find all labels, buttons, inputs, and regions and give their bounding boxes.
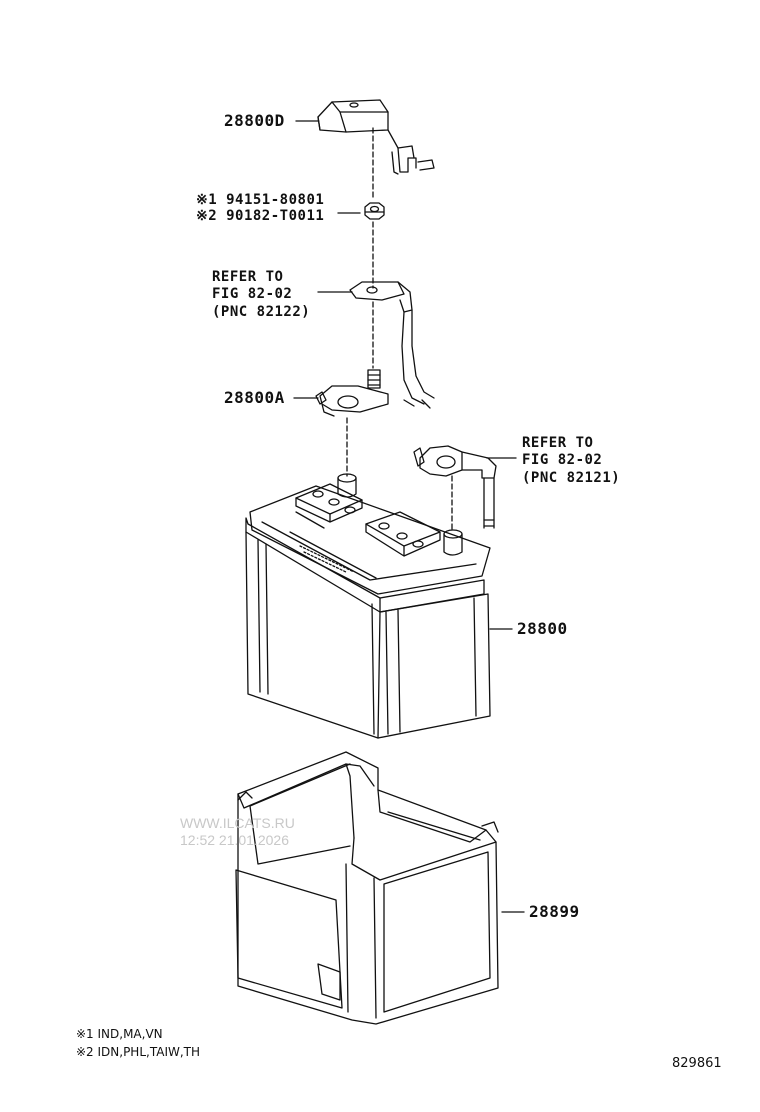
leader-lines — [293, 120, 525, 913]
refer-positive-line-1: REFER TO — [212, 269, 284, 285]
negative-cable-end — [413, 445, 497, 529]
refer-positive-line-3: (PNC 82122) — [212, 304, 311, 320]
watermark-site: WWW.ILCATS.RU — [180, 815, 295, 831]
part-label-nut-1: ※1 94151-80801 — [196, 192, 325, 208]
battery-tray — [235, 751, 499, 1025]
refer-negative-line-3: (PNC 82121) — [522, 470, 621, 486]
part-label-nut-2: ※2 90182-T0011 — [196, 208, 325, 224]
part-label-cover: 28800D — [224, 111, 285, 130]
figure-number: 829861 — [672, 1056, 722, 1071]
assembly-axis-lines — [346, 127, 453, 533]
part-label-tray: 28899 — [529, 902, 580, 921]
part-label-battery: 28800 — [517, 619, 568, 638]
positive-cable-end — [349, 281, 435, 409]
footnote-1: ※1 IND,MA,VN — [76, 1027, 163, 1041]
watermark-timestamp: 12:52 21.01.2026 — [180, 832, 289, 848]
nut — [364, 202, 385, 220]
battery — [245, 473, 491, 739]
positive-terminal — [315, 369, 389, 417]
footnote-2: ※2 IDN,PHL,TAIW,TH — [76, 1045, 201, 1059]
part-label-terminal: 28800A — [224, 388, 285, 407]
watermark: WWW.ILCATS.RU 12:52 21.01.2026 — [180, 815, 295, 849]
refer-positive-line-2: FIG 82-02 — [212, 286, 293, 302]
refer-negative-line-1: REFER TO — [522, 435, 594, 451]
refer-negative-line-2: FIG 82-02 — [522, 452, 603, 468]
terminal-cover — [317, 99, 435, 175]
